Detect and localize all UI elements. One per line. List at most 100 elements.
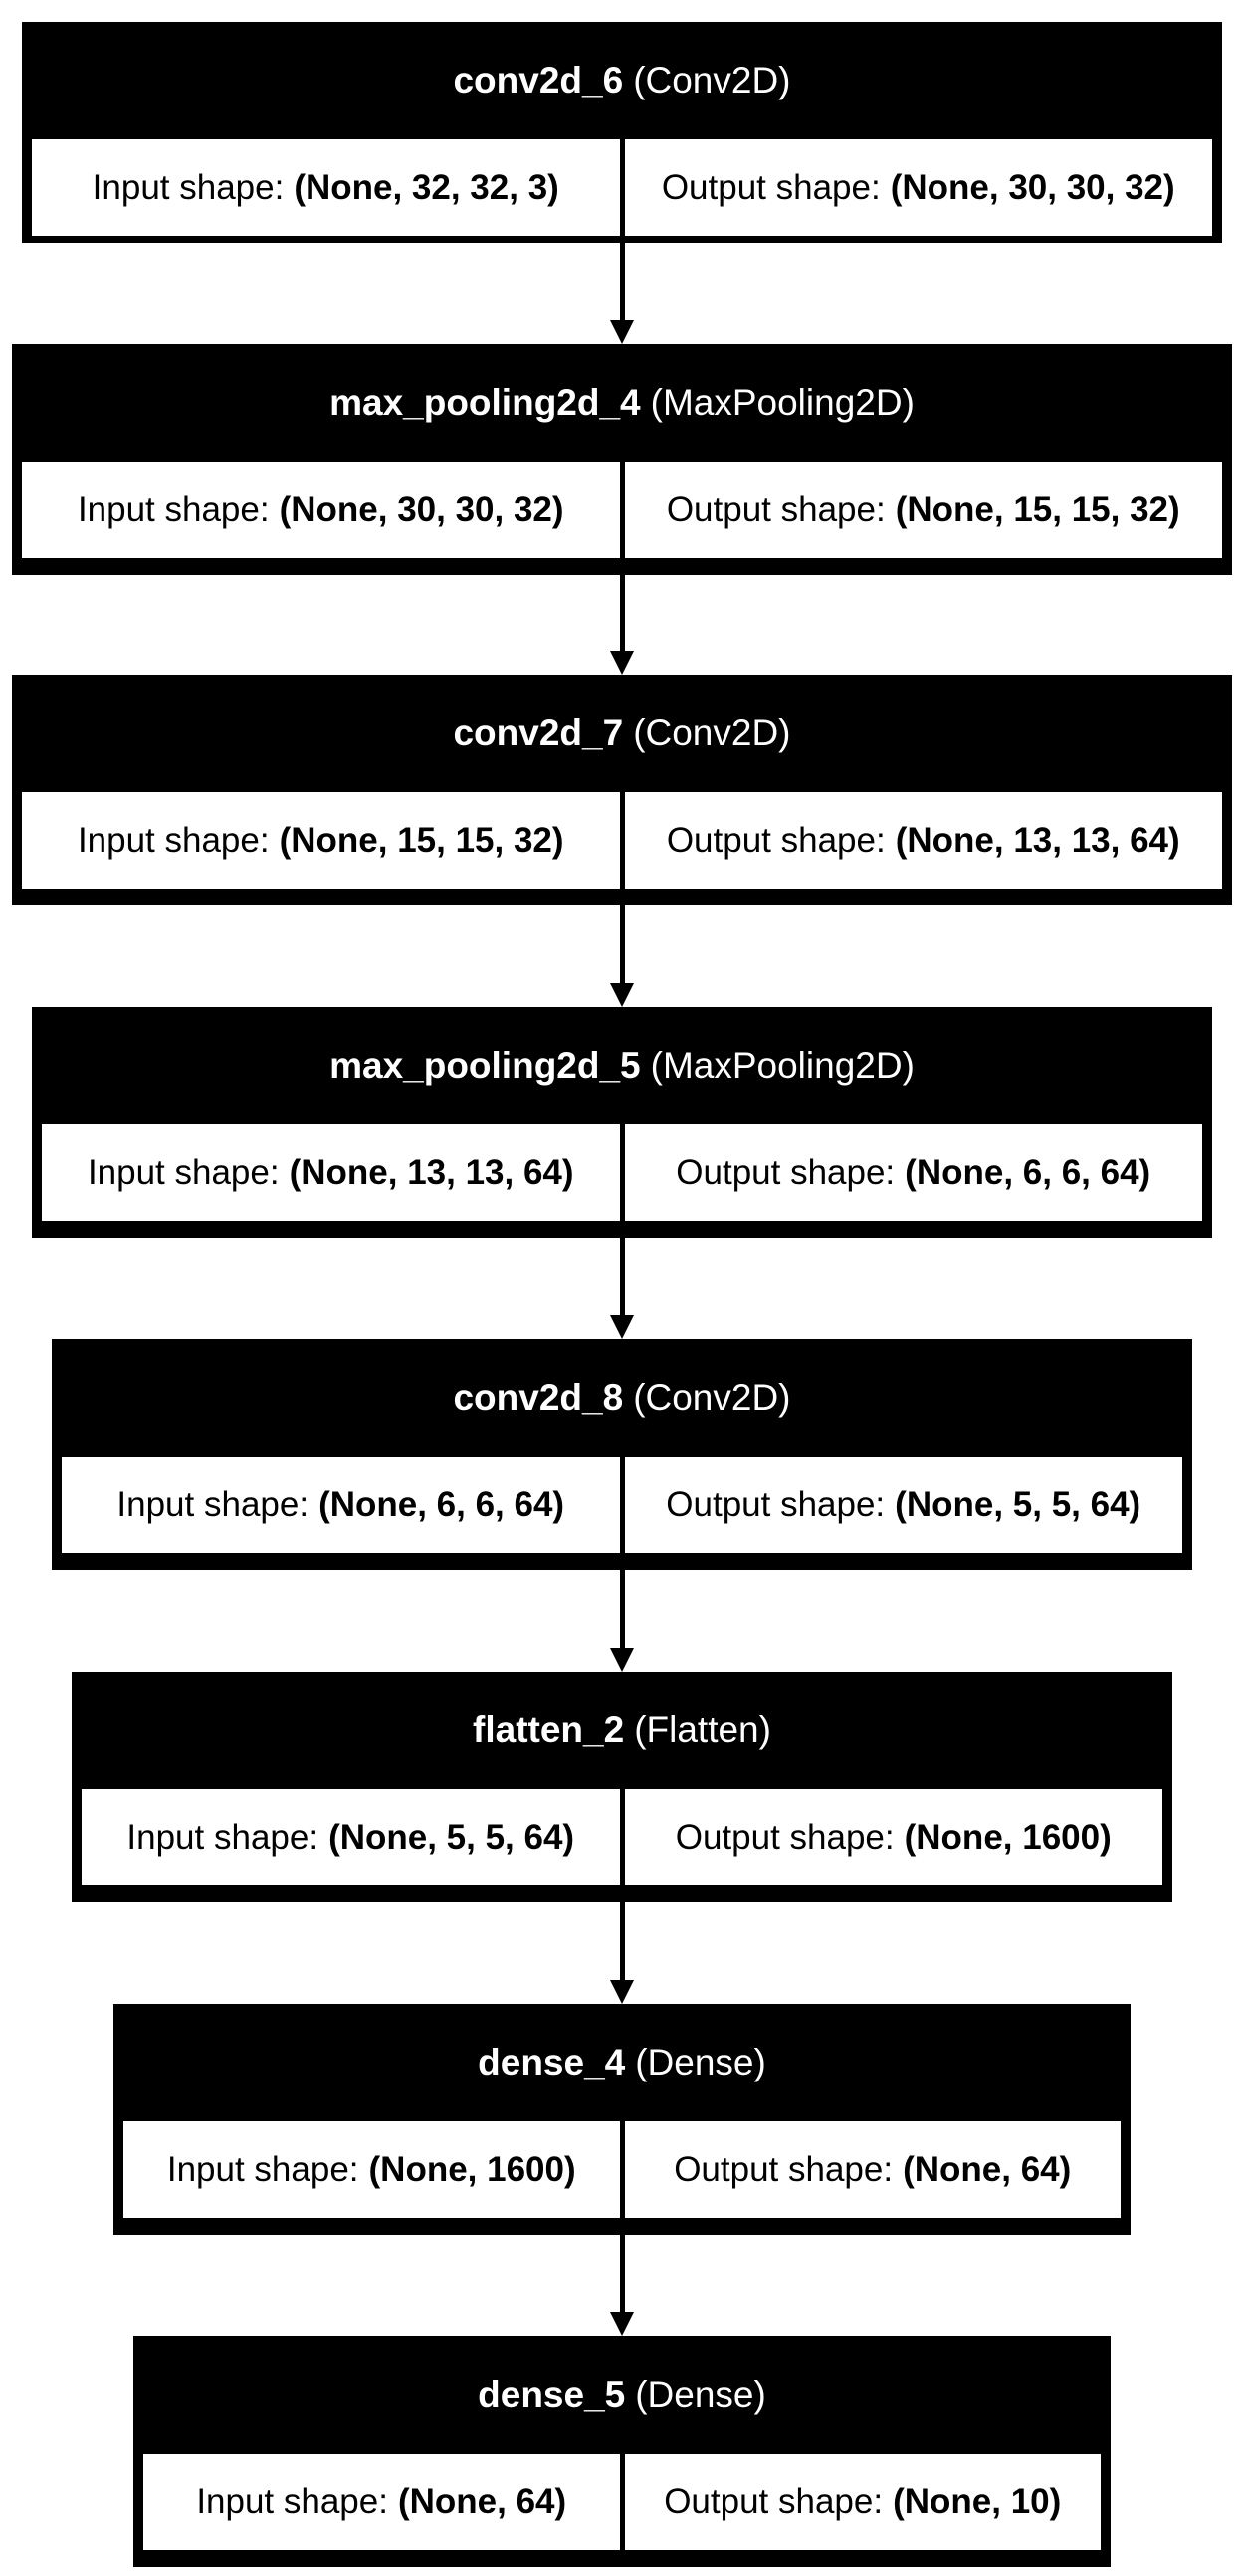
input-shape-value: (None, 30, 30, 32) <box>279 490 564 529</box>
arrow-head-icon <box>610 651 634 675</box>
input-shape-label: Input shape: <box>87 1152 280 1192</box>
output-shape-label: Output shape: <box>674 2149 894 2189</box>
layer-name: conv2d_8 <box>453 1377 624 1418</box>
layer-node-dense-4: dense_4(Dense) Input shape:(None, 1600) … <box>113 2004 1131 2235</box>
layer-node-dense-5: dense_5(Dense) Input shape:(None, 64) Ou… <box>133 2336 1111 2567</box>
output-shape-value: (None, 1600) <box>904 1817 1112 1857</box>
input-shape-cell: Input shape:(None, 13, 13, 64) <box>42 1124 620 1221</box>
input-shape-cell: Input shape:(None, 15, 15, 32) <box>22 792 620 889</box>
shape-row: Input shape:(None, 15, 15, 32) Output sh… <box>17 787 1227 889</box>
input-shape-label: Input shape: <box>166 2149 359 2189</box>
layer-header: flatten_2(Flatten) <box>77 1677 1167 1784</box>
output-shape-label: Output shape: <box>675 1817 895 1857</box>
shape-row: Input shape:(None, 13, 13, 64) Output sh… <box>37 1119 1207 1221</box>
layer-node-flatten-2: flatten_2(Flatten) Input shape:(None, 5,… <box>72 1672 1172 1902</box>
layer-type: (MaxPooling2D) <box>650 382 915 423</box>
output-shape-cell: Output shape:(None, 13, 13, 64) <box>624 792 1222 889</box>
output-shape-label: Output shape: <box>666 490 886 529</box>
arrow-head-icon <box>610 320 634 344</box>
connector-arrow <box>610 905 634 1007</box>
layer-name: dense_5 <box>478 2374 626 2415</box>
output-shape-label: Output shape: <box>664 2481 884 2521</box>
layer-name: flatten_2 <box>473 1709 625 1750</box>
input-shape-value: (None, 1600) <box>368 2149 576 2189</box>
output-shape-cell: Output shape:(None, 5, 5, 64) <box>624 1457 1182 1553</box>
layer-name: dense_4 <box>478 2042 626 2082</box>
layer-type: (Flatten) <box>634 1709 771 1750</box>
connector-arrow <box>610 575 634 675</box>
layer-type: (Conv2D) <box>633 1377 791 1418</box>
layer-header: conv2d_7(Conv2D) <box>17 680 1227 787</box>
output-shape-cell: Output shape:(None, 10) <box>624 2454 1101 2550</box>
input-shape-label: Input shape: <box>92 167 285 207</box>
shape-row: Input shape:(None, 1600) Output shape:(N… <box>118 2116 1126 2218</box>
output-shape-value: (None, 15, 15, 32) <box>895 490 1180 529</box>
layer-header: conv2d_8(Conv2D) <box>57 1344 1187 1452</box>
input-shape-label: Input shape: <box>196 2481 388 2521</box>
layer-header: dense_5(Dense) <box>138 2341 1106 2449</box>
input-shape-value: (None, 13, 13, 64) <box>289 1152 574 1192</box>
shape-row: Input shape:(None, 5, 5, 64) Output shap… <box>77 1784 1167 1885</box>
layer-type: (Conv2D) <box>633 60 791 100</box>
connector-arrow <box>610 1570 634 1672</box>
input-shape-cell: Input shape:(None, 5, 5, 64) <box>82 1789 620 1885</box>
arrow-head-icon <box>610 1648 634 1672</box>
layer-node-conv2d-8: conv2d_8(Conv2D) Input shape:(None, 6, 6… <box>52 1339 1192 1570</box>
input-shape-label: Input shape: <box>126 1817 319 1857</box>
output-shape-cell: Output shape:(None, 6, 6, 64) <box>624 1124 1202 1221</box>
output-shape-cell: Output shape:(None, 15, 15, 32) <box>624 462 1222 558</box>
arrow-head-icon <box>610 2312 634 2336</box>
shape-row: Input shape:(None, 6, 6, 64) Output shap… <box>57 1452 1187 1553</box>
arrow-head-icon <box>610 1315 634 1339</box>
input-shape-value: (None, 5, 5, 64) <box>328 1817 575 1857</box>
layer-type: (Conv2D) <box>633 712 791 753</box>
input-shape-cell: Input shape:(None, 32, 32, 3) <box>32 139 620 236</box>
output-shape-value: (None, 6, 6, 64) <box>905 1152 1151 1192</box>
connector-arrow <box>610 1238 634 1339</box>
layer-name: max_pooling2d_5 <box>329 1045 641 1086</box>
shape-row: Input shape:(None, 32, 32, 3) Output sha… <box>27 134 1217 236</box>
layer-name: max_pooling2d_4 <box>329 382 641 423</box>
connector-arrow <box>610 1902 634 2004</box>
output-shape-value: (None, 13, 13, 64) <box>895 820 1180 860</box>
output-shape-cell: Output shape:(None, 1600) <box>624 1789 1162 1885</box>
shape-row: Input shape:(None, 30, 30, 32) Output sh… <box>17 457 1227 558</box>
output-shape-cell: Output shape:(None, 64) <box>624 2121 1121 2218</box>
layer-type: (Dense) <box>635 2042 766 2082</box>
input-shape-label: Input shape: <box>116 1485 310 1524</box>
layer-name: conv2d_7 <box>453 712 624 753</box>
input-shape-cell: Input shape:(None, 64) <box>143 2454 620 2550</box>
output-shape-label: Output shape: <box>676 1152 896 1192</box>
output-shape-value: (None, 30, 30, 32) <box>890 167 1175 207</box>
output-shape-value: (None, 5, 5, 64) <box>895 1485 1141 1524</box>
input-shape-value: (None, 15, 15, 32) <box>279 820 564 860</box>
input-shape-label: Input shape: <box>77 820 270 860</box>
input-shape-label: Input shape: <box>77 490 270 529</box>
output-shape-label: Output shape: <box>666 820 886 860</box>
layer-node-max-pooling2d-4: max_pooling2d_4(MaxPooling2D) Input shap… <box>12 344 1232 575</box>
input-shape-value: (None, 32, 32, 3) <box>294 167 559 207</box>
input-shape-cell: Input shape:(None, 6, 6, 64) <box>62 1457 620 1553</box>
shape-row: Input shape:(None, 64) Output shape:(Non… <box>138 2449 1106 2550</box>
output-shape-value: (None, 64) <box>903 2149 1072 2189</box>
layer-header: max_pooling2d_4(MaxPooling2D) <box>17 349 1227 457</box>
layer-header: dense_4(Dense) <box>118 2009 1126 2116</box>
input-shape-cell: Input shape:(None, 1600) <box>123 2121 620 2218</box>
layer-header: conv2d_6(Conv2D) <box>27 27 1217 134</box>
layer-node-conv2d-6: conv2d_6(Conv2D) Input shape:(None, 32, … <box>22 22 1222 243</box>
input-shape-value: (None, 64) <box>397 2481 567 2521</box>
connector-arrow <box>610 2235 634 2336</box>
layer-node-max-pooling2d-5: max_pooling2d_5(MaxPooling2D) Input shap… <box>32 1007 1212 1238</box>
arrow-head-icon <box>610 1980 634 2004</box>
output-shape-cell: Output shape:(None, 30, 30, 32) <box>624 139 1212 236</box>
layer-type: (MaxPooling2D) <box>650 1045 915 1086</box>
input-shape-value: (None, 6, 6, 64) <box>318 1485 565 1524</box>
connector-arrow <box>610 243 634 344</box>
layer-name: conv2d_6 <box>453 60 624 100</box>
input-shape-cell: Input shape:(None, 30, 30, 32) <box>22 462 620 558</box>
layer-node-conv2d-7: conv2d_7(Conv2D) Input shape:(None, 15, … <box>12 675 1232 905</box>
layer-header: max_pooling2d_5(MaxPooling2D) <box>37 1012 1207 1119</box>
layer-type: (Dense) <box>635 2374 766 2415</box>
output-shape-label: Output shape: <box>661 167 881 207</box>
